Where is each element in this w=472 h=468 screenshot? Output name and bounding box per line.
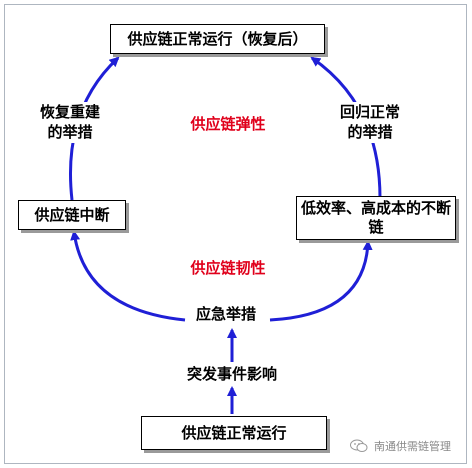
- watermark-text: 南通供需链管理: [374, 440, 451, 453]
- wechat-icon: [350, 439, 368, 453]
- normal-operation-after-recovery-box: 供应链正常运行（恢复后）: [110, 24, 325, 54]
- supply-chain-resilience-label: 供应链韧性: [190, 259, 266, 277]
- arrow-emergency-to-right: [269, 240, 373, 322]
- normal-operation-box: 供应链正常运行: [141, 416, 327, 450]
- watermark: 南通供需链管理: [350, 438, 451, 454]
- supply-chain-disruption-box: 供应链中断: [18, 200, 126, 230]
- arrow-emergency-to-left: [70, 230, 186, 322]
- emergency-event-impact-label: 突发事件影响: [176, 364, 288, 385]
- return-to-normal-measures-label: 回归正常 的举措: [330, 102, 410, 143]
- inefficient-unbroken-chain-box: 低效率、高成本的不断链: [296, 196, 456, 240]
- recovery-measures-label: 恢复重建 的举措: [30, 102, 110, 143]
- emergency-measures-label: 应急举措: [186, 304, 266, 325]
- supply-chain-elasticity-label: 供应链弹性: [190, 115, 266, 133]
